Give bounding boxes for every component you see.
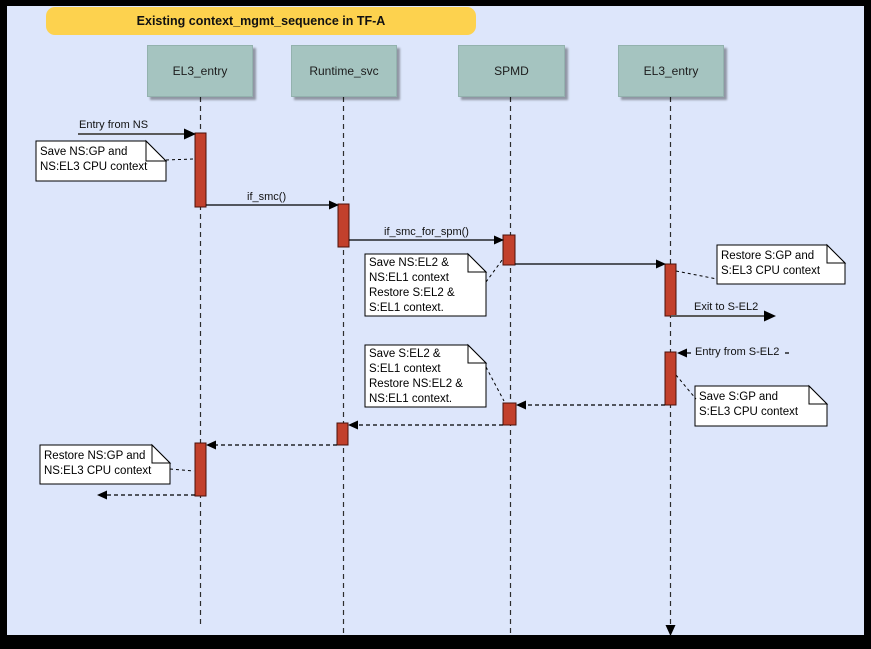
lifeline-head-label: EL3_entry <box>172 64 228 78</box>
lifeline-head-label: Runtime_svc <box>309 64 379 78</box>
message-label-entry-from-ns: Entry from NS <box>79 119 149 131</box>
lifeline-head-el3-entry-1: EL3_entry <box>147 45 253 97</box>
note-text-save-s-el2: Save S:EL2 & S:EL1 context Restore NS:EL… <box>369 348 463 405</box>
lifeline-head-label: EL3_entry <box>643 64 699 78</box>
message-label-if-smc: if_smc() <box>247 191 287 203</box>
note-text-save-ns-gp: Save NS:GP and NS:EL3 CPU context <box>40 146 148 173</box>
lifeline-head-runtime-svc: Runtime_svc <box>291 45 397 97</box>
note-text-restore-s-gp: Restore S:GP and S:EL3 CPU context <box>721 250 821 277</box>
lifeline-head-spmd: SPMD <box>458 45 565 97</box>
diagram-canvas <box>7 6 864 635</box>
message-label-exit-to-s-el2: Exit to S-EL2 <box>694 301 759 313</box>
note-text-save-ns-el2: Save NS:EL2 & NS:EL1 context Restore S:E… <box>369 257 455 314</box>
lifeline-head-label: SPMD <box>494 64 529 78</box>
note-text-save-s-gp: Save S:GP and S:EL3 CPU context <box>699 391 799 418</box>
note-text-restore-ns-gp: Restore NS:GP and NS:EL3 CPU context <box>44 450 152 477</box>
diagram-title: Existing context_mgmt_sequence in TF-A <box>46 7 476 35</box>
message-label-entry-from-s-el2: Entry from S-EL2 <box>692 346 783 358</box>
message-label-if-smc-for-spm: if_smc_for_spm() <box>384 226 469 238</box>
lifeline-head-el3-entry-2: EL3_entry <box>618 45 724 97</box>
